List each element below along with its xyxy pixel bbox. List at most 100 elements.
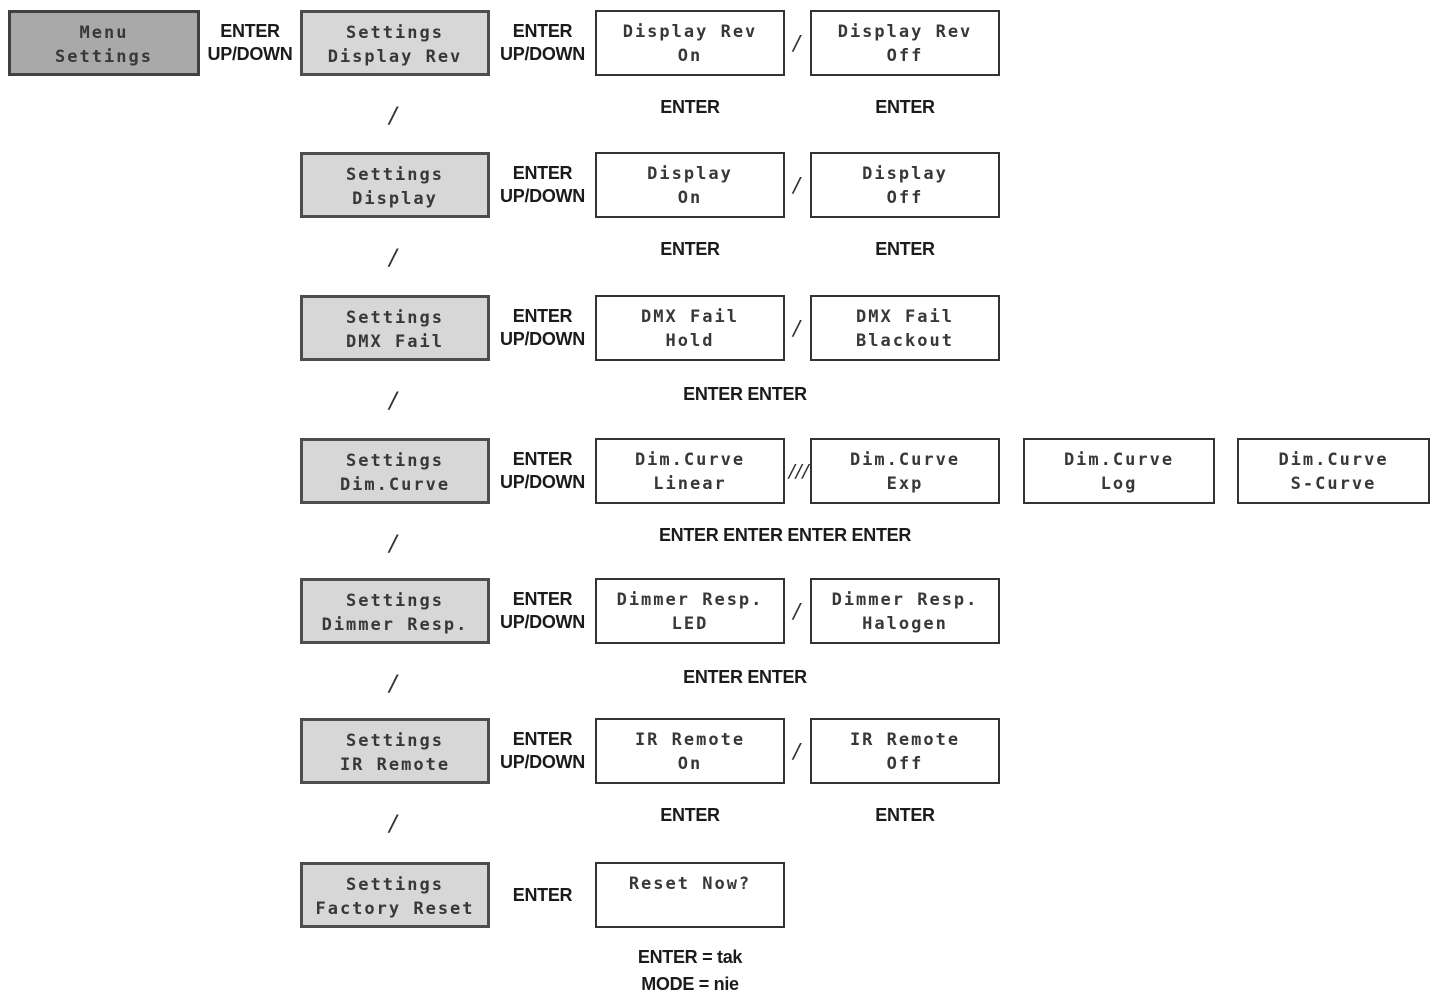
branch-slash: /: [387, 672, 401, 697]
updown-label: UP/DOWN: [500, 472, 585, 492]
lcd-line: Display Rev: [837, 22, 973, 42]
branch-slash: /: [387, 104, 401, 129]
branch-slash: /: [387, 812, 401, 837]
lcd-line: S-Curve: [1290, 474, 1377, 494]
lcd-line: Settings: [346, 451, 444, 471]
slash-separator: /: [791, 316, 804, 340]
lcd-screen-ir-remote-off: IR Remote Off: [810, 718, 1000, 784]
lcd-line: Factory Reset: [315, 899, 475, 919]
flow-row-ir-remote: Settings IR Remote ENTER UP/DOWN IR Remo…: [0, 718, 1434, 837]
lcd-line: Display Rev: [327, 47, 463, 67]
enter-label: ENTER: [875, 97, 935, 117]
lcd-screen-settings-display-rev: Settings Display Rev: [300, 10, 490, 76]
enter-tak-label: ENTER = tak: [637, 947, 743, 967]
enter-enter-label: ENTER ENTER: [683, 384, 807, 404]
enter-label: ENTER: [875, 805, 935, 825]
lcd-line: Dim.Curve: [1278, 450, 1389, 470]
slash-separator: /: [791, 739, 804, 763]
lcd-line: Display: [352, 189, 438, 209]
updown-label: UP/DOWN: [500, 44, 585, 64]
enter-label: ENTER: [512, 589, 573, 609]
lcd-screen-dim-curve-exp: Dim.Curve Exp: [810, 438, 1000, 504]
mode-nie-label: MODE = nie: [641, 974, 739, 994]
lcd-line: Blackout: [856, 331, 954, 351]
lcd-screen-display-rev-off: Display Rev Off: [810, 10, 1000, 76]
lcd-line: Linear: [653, 474, 727, 494]
lcd-line: Hold: [665, 331, 715, 351]
lcd-screen-settings-dim-curve: Settings Dim.Curve: [300, 438, 490, 504]
triple-slash-separator: ///: [787, 460, 812, 482]
transition-label-enter-updown: ENTER UP/DOWN: [490, 10, 595, 76]
lcd-screen-dmx-fail-hold: DMX Fail Hold: [595, 295, 785, 361]
lcd-line: Display Rev: [622, 22, 758, 42]
lcd-line: Dim.Curve: [1063, 450, 1175, 470]
lcd-screen-settings-ir-remote: Settings IR Remote: [300, 718, 490, 784]
lcd-screen-dimmer-resp-led: Dimmer Resp. LED: [595, 578, 785, 644]
lcd-line: Dim.Curve: [634, 450, 746, 470]
transition-label-enter-updown: ENTER UP/DOWN: [490, 438, 595, 504]
lcd-screen-reset-now: Reset Now?: [595, 862, 785, 928]
lcd-screen-settings-display: Settings Display: [300, 152, 490, 218]
enter-label: ENTER: [660, 239, 720, 259]
lcd-line: Off: [886, 754, 924, 774]
lcd-line: Settings: [346, 165, 444, 185]
lcd-line: On: [677, 188, 703, 208]
lcd-line: Settings: [346, 23, 444, 43]
lcd-screen-dimmer-resp-halogen: Dimmer Resp. Halogen: [810, 578, 1000, 644]
lcd-line: Dimmer Resp.: [616, 590, 764, 610]
lcd-screen-settings-dmx-fail: Settings DMX Fail: [300, 295, 490, 361]
lcd-line: Log: [1100, 474, 1138, 494]
lcd-screen-dmx-fail-blackout: DMX Fail Blackout: [810, 295, 1000, 361]
enter-label: ENTER: [220, 21, 280, 41]
enter-enter-label: ENTER ENTER: [683, 667, 807, 687]
branch-slash: /: [387, 246, 401, 271]
lcd-line: DMX Fail: [856, 307, 954, 327]
lcd-line: Off: [886, 188, 924, 208]
flow-row-factory-reset: Settings Factory Reset ENTER Reset Now? …: [0, 862, 1434, 994]
lcd-line: DMX Fail: [346, 332, 444, 352]
lcd-line: Dim.Curve: [339, 475, 451, 495]
branch-slash: /: [387, 389, 401, 414]
lcd-screen-display-on: Display On: [595, 152, 785, 218]
enter-label: ENTER: [660, 97, 720, 117]
enter-label: ENTER: [875, 239, 935, 259]
updown-label: UP/DOWN: [500, 329, 585, 349]
updown-label: UP/DOWN: [500, 612, 585, 632]
slash-separator: /: [791, 173, 804, 197]
updown-label: UP/DOWN: [500, 752, 585, 772]
lcd-line: Off: [886, 46, 924, 66]
lcd-screen-menu-settings: Menu Settings: [8, 10, 200, 76]
lcd-line: IR Remote: [849, 730, 961, 750]
enter-label: ENTER: [512, 885, 573, 905]
flow-row-display: Settings Display ENTER UP/DOWN Display O…: [0, 152, 1434, 271]
lcd-line: Halogen: [862, 614, 948, 634]
lcd-screen-dim-curve-linear: Dim.Curve Linear: [595, 438, 785, 504]
enter-label: ENTER: [512, 163, 573, 183]
lcd-line: Dim.Curve: [849, 450, 961, 470]
branch-slash: /: [387, 532, 401, 557]
lcd-line: LED: [671, 614, 709, 634]
updown-label: UP/DOWN: [500, 186, 585, 206]
lcd-screen-ir-remote-on: IR Remote On: [595, 718, 785, 784]
enter-label: ENTER: [512, 729, 573, 749]
lcd-line: IR Remote: [339, 755, 451, 775]
lcd-line: Settings: [346, 308, 444, 328]
lcd-screen-settings-dimmer-resp: Settings Dimmer Resp.: [300, 578, 490, 644]
lcd-screen-display-off: Display Off: [810, 152, 1000, 218]
lcd-line: IR Remote: [634, 730, 746, 750]
transition-label-enter-updown: ENTER UP/DOWN: [490, 295, 595, 361]
transition-label-enter-updown: ENTER UP/DOWN: [490, 578, 595, 644]
transition-label-enter-updown: ENTER UP/DOWN: [490, 152, 595, 218]
lcd-line: DMX Fail: [641, 307, 739, 327]
transition-label-enter-updown: ENTER UP/DOWN: [200, 10, 300, 76]
lcd-screen-display-rev-on: Display Rev On: [595, 10, 785, 76]
enter-x4-label: ENTER ENTER ENTER ENTER: [658, 525, 912, 545]
lcd-line: On: [677, 46, 703, 66]
lcd-line: Settings: [55, 47, 153, 67]
lcd-line: Display: [647, 164, 733, 184]
flow-row-display-rev: Menu Settings ENTER UP/DOWN Settings Dis…: [0, 10, 1434, 129]
lcd-line: Exp: [886, 474, 924, 494]
enter-label: ENTER: [512, 21, 573, 41]
updown-label: UP/DOWN: [207, 44, 293, 64]
